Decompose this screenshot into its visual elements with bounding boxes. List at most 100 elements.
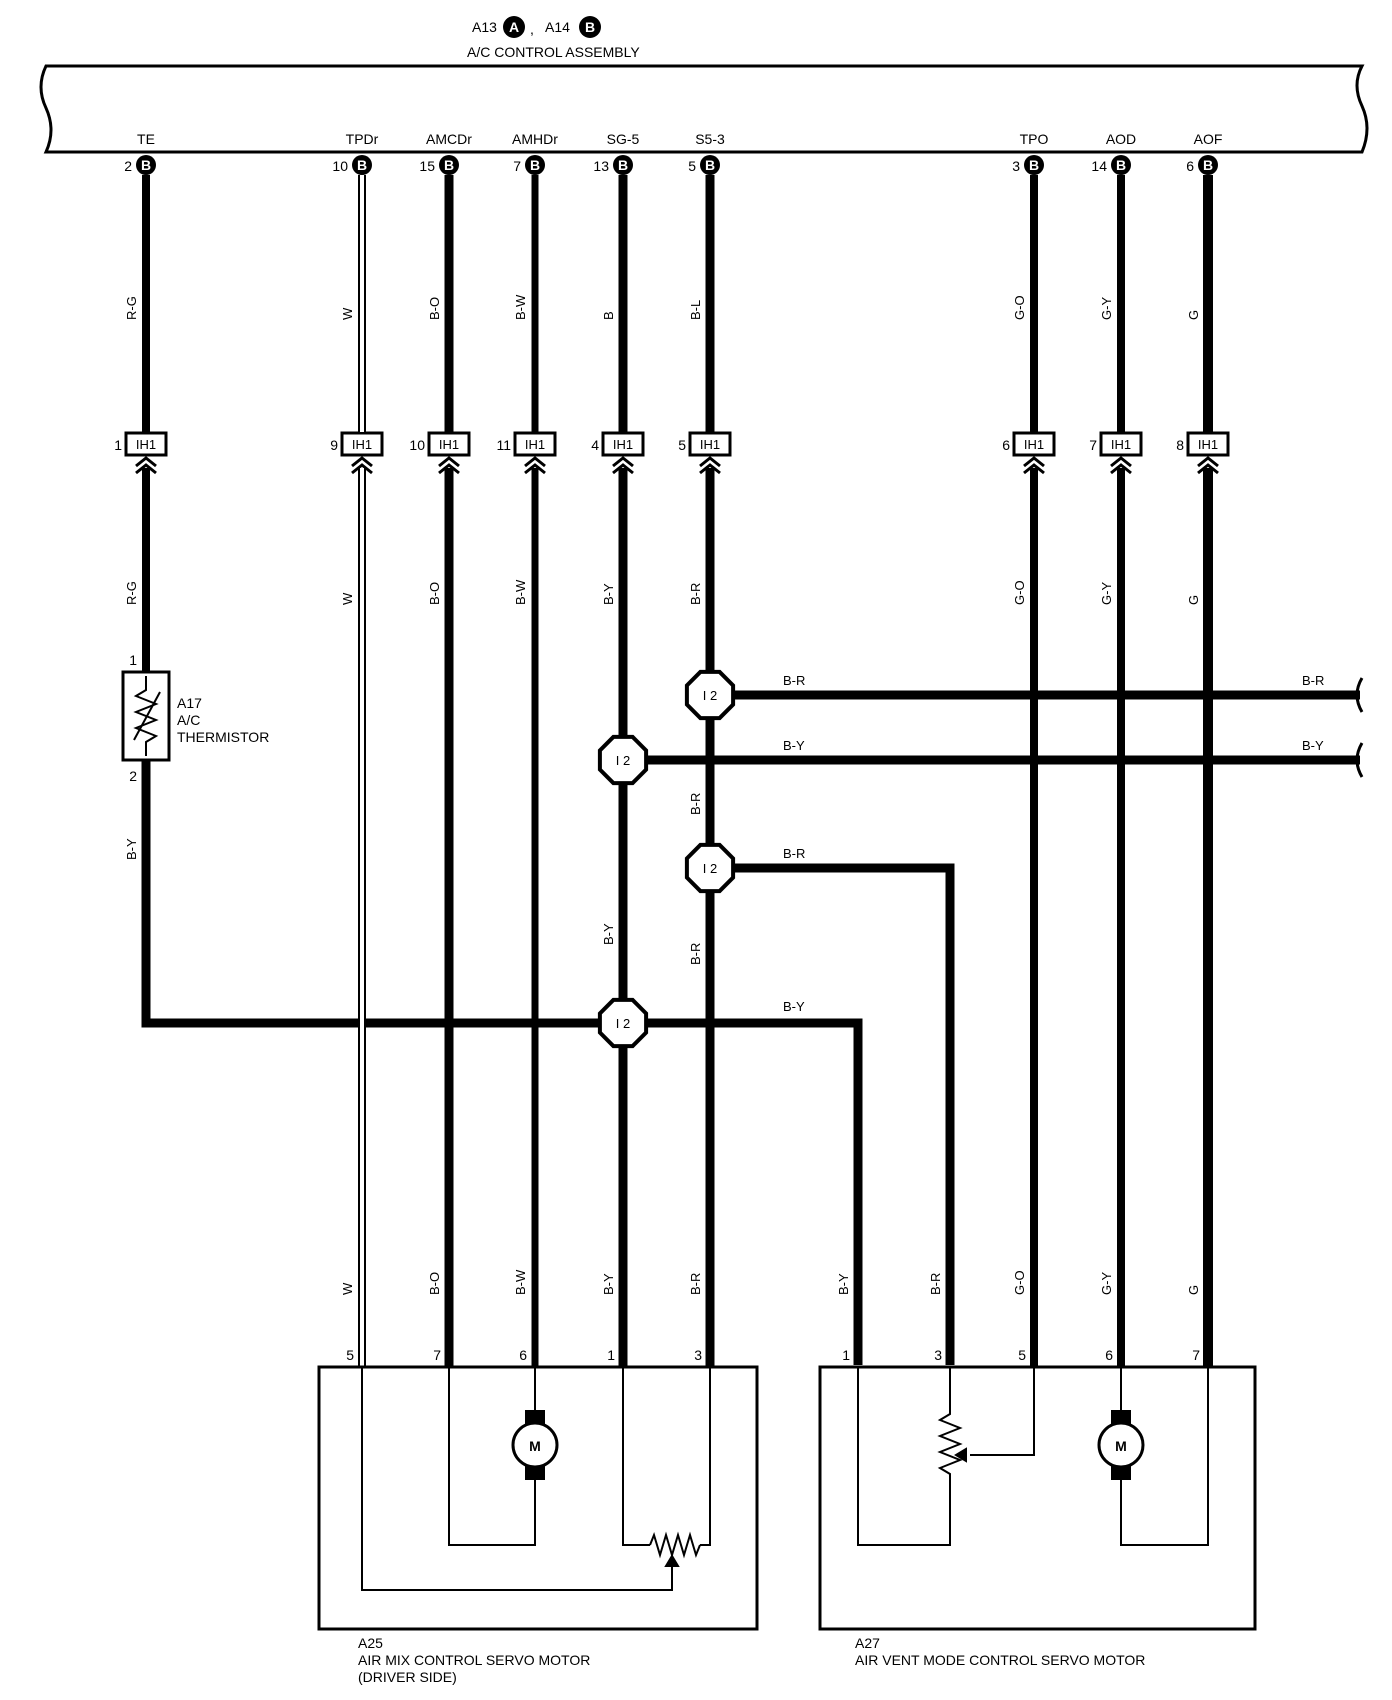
- motor-pin-number: 6: [519, 1347, 527, 1363]
- wire-label-upper: G-O: [1012, 295, 1027, 320]
- connector-badge-icon: [1111, 155, 1131, 175]
- a27-code: A27: [855, 1635, 880, 1651]
- wire-br-to-a27: [710, 863, 955, 1365]
- terminal-signal-label: TPDr: [346, 131, 379, 147]
- a25-code: A25: [358, 1635, 383, 1651]
- terminal-pin-number: 3: [1012, 158, 1020, 174]
- motor-wire-label: G-O: [1012, 1270, 1027, 1295]
- motor-wire-label: G-Y: [1099, 1272, 1114, 1295]
- junction-group: I 2I 2I 2I 2: [597, 669, 736, 1049]
- terminal-badge-letter: B: [705, 157, 715, 173]
- junction-octagon-icon: [597, 734, 649, 786]
- motor-pin-number: 3: [694, 1347, 702, 1363]
- motor-wire-label: B-R: [928, 1273, 943, 1295]
- terminal-signal-label: AMCDr: [426, 131, 472, 147]
- motor-pin-number: 7: [433, 1347, 441, 1363]
- terminal-pin-number: 6: [1186, 158, 1194, 174]
- potentiometer-icon: [937, 1410, 967, 1480]
- ih1-connector-icon: [1186, 431, 1230, 457]
- wire-break-icon: [1355, 742, 1364, 778]
- terminal-badge-letter: B: [444, 157, 454, 173]
- ih1-connector-label: IH1: [700, 437, 720, 452]
- thermistor-code: A17: [177, 695, 202, 711]
- a25-internal-wiring: [361, 1367, 711, 1591]
- ih1-connector-icon: [688, 431, 732, 457]
- wire-label-upper: G: [1186, 310, 1201, 320]
- terminal-badge-letter: B: [357, 157, 367, 173]
- ih1-connector-icon: [427, 431, 471, 457]
- connector-chevron-icon: [1197, 456, 1219, 475]
- connector-chevron-icon: [135, 456, 157, 475]
- connector-badge-icon: [439, 155, 459, 175]
- ih1-connector-label: IH1: [525, 437, 545, 452]
- terminal-badge-letter: B: [1116, 157, 1126, 173]
- wire-by-ground-a: [141, 760, 863, 1365]
- wire-label-mid: W: [340, 592, 355, 605]
- junction-octagon-icon: [684, 842, 736, 894]
- wire-label: B-Y: [601, 923, 616, 945]
- badge-a-label: A: [509, 19, 519, 35]
- motor-wire-label: W: [340, 1282, 355, 1295]
- wire-label: B-Y: [124, 838, 139, 860]
- connector-chevron-icon: [438, 456, 460, 475]
- junction-i2: I 2: [684, 669, 736, 721]
- terminal-badge-letter: B: [1029, 157, 1039, 173]
- connector-chevron-icon: [351, 456, 373, 475]
- wire-label: B-Y: [783, 738, 805, 753]
- ih1-pin-number: 8: [1176, 437, 1184, 453]
- terminal-pin-number: 13: [593, 158, 609, 174]
- connector-chevron-icon: [1110, 456, 1132, 475]
- wire-label-upper: W: [340, 307, 355, 320]
- ih1-connector-label: IH1: [613, 437, 633, 452]
- terminal-pin-number: 10: [332, 158, 348, 174]
- wire-label-upper: B: [601, 311, 616, 320]
- ac-control-assembly-body: [39, 64, 1369, 154]
- wire-label: B-Y: [783, 999, 805, 1014]
- ih1-connector-label: IH1: [1024, 437, 1044, 452]
- connector-a14-label: A14: [545, 19, 570, 35]
- thermistor-pin-bottom: 2: [129, 768, 137, 784]
- thermistor-slash: [133, 691, 161, 741]
- connector-badge-icon: [1024, 155, 1044, 175]
- a27-internal-wiring: [857, 1367, 1209, 1546]
- ih1-connector-icon: [1012, 431, 1056, 457]
- a27-motor-symbol: M: [1115, 1438, 1127, 1454]
- wire-label-mid: G-O: [1012, 580, 1027, 605]
- ih1-pin-number: 10: [409, 437, 425, 453]
- junction-label: I 2: [616, 1016, 630, 1031]
- connector-badge-icon: [613, 155, 633, 175]
- wire-break-icon: [1355, 677, 1364, 713]
- terminal-badge-letter: B: [618, 157, 628, 173]
- terminal-signal-label: AMHDr: [512, 131, 558, 147]
- wire-label-mid: B-O: [427, 582, 442, 605]
- connector-badge-icon: [136, 155, 156, 175]
- motor-pin-number: 1: [607, 1347, 615, 1363]
- wire-label-upper: G-Y: [1099, 297, 1114, 320]
- wire-label-mid: G: [1186, 595, 1201, 605]
- terminal-pin-number: 14: [1091, 158, 1107, 174]
- motor-pin-number: 1: [842, 1347, 850, 1363]
- ih1-connector-label: IH1: [352, 437, 372, 452]
- thermistor-name-line1: A/C: [177, 712, 200, 728]
- wire-label-upper: R-G: [124, 296, 139, 320]
- header-separator: ,: [530, 21, 534, 37]
- terminal-signal-label: TPO: [1020, 131, 1049, 147]
- badge-b-label: B: [585, 19, 595, 35]
- thermistor-name-line2: THERMISTOR: [177, 729, 269, 745]
- connector-badge-icon: [525, 155, 545, 175]
- wire-label: B-R: [688, 943, 703, 965]
- motor-pin-number: 5: [346, 1347, 354, 1363]
- terminal-signal-label: AOD: [1106, 131, 1136, 147]
- terminal-pin-number: 15: [419, 158, 435, 174]
- header: A13 A , A14 B A/C CONTROL ASSEMBLY: [467, 16, 640, 60]
- terminal-pin-number: 2: [124, 158, 132, 174]
- servo-motor-a27: M A27 AIR VENT MODE CONTROL SERVO MOTOR: [818, 1365, 1257, 1668]
